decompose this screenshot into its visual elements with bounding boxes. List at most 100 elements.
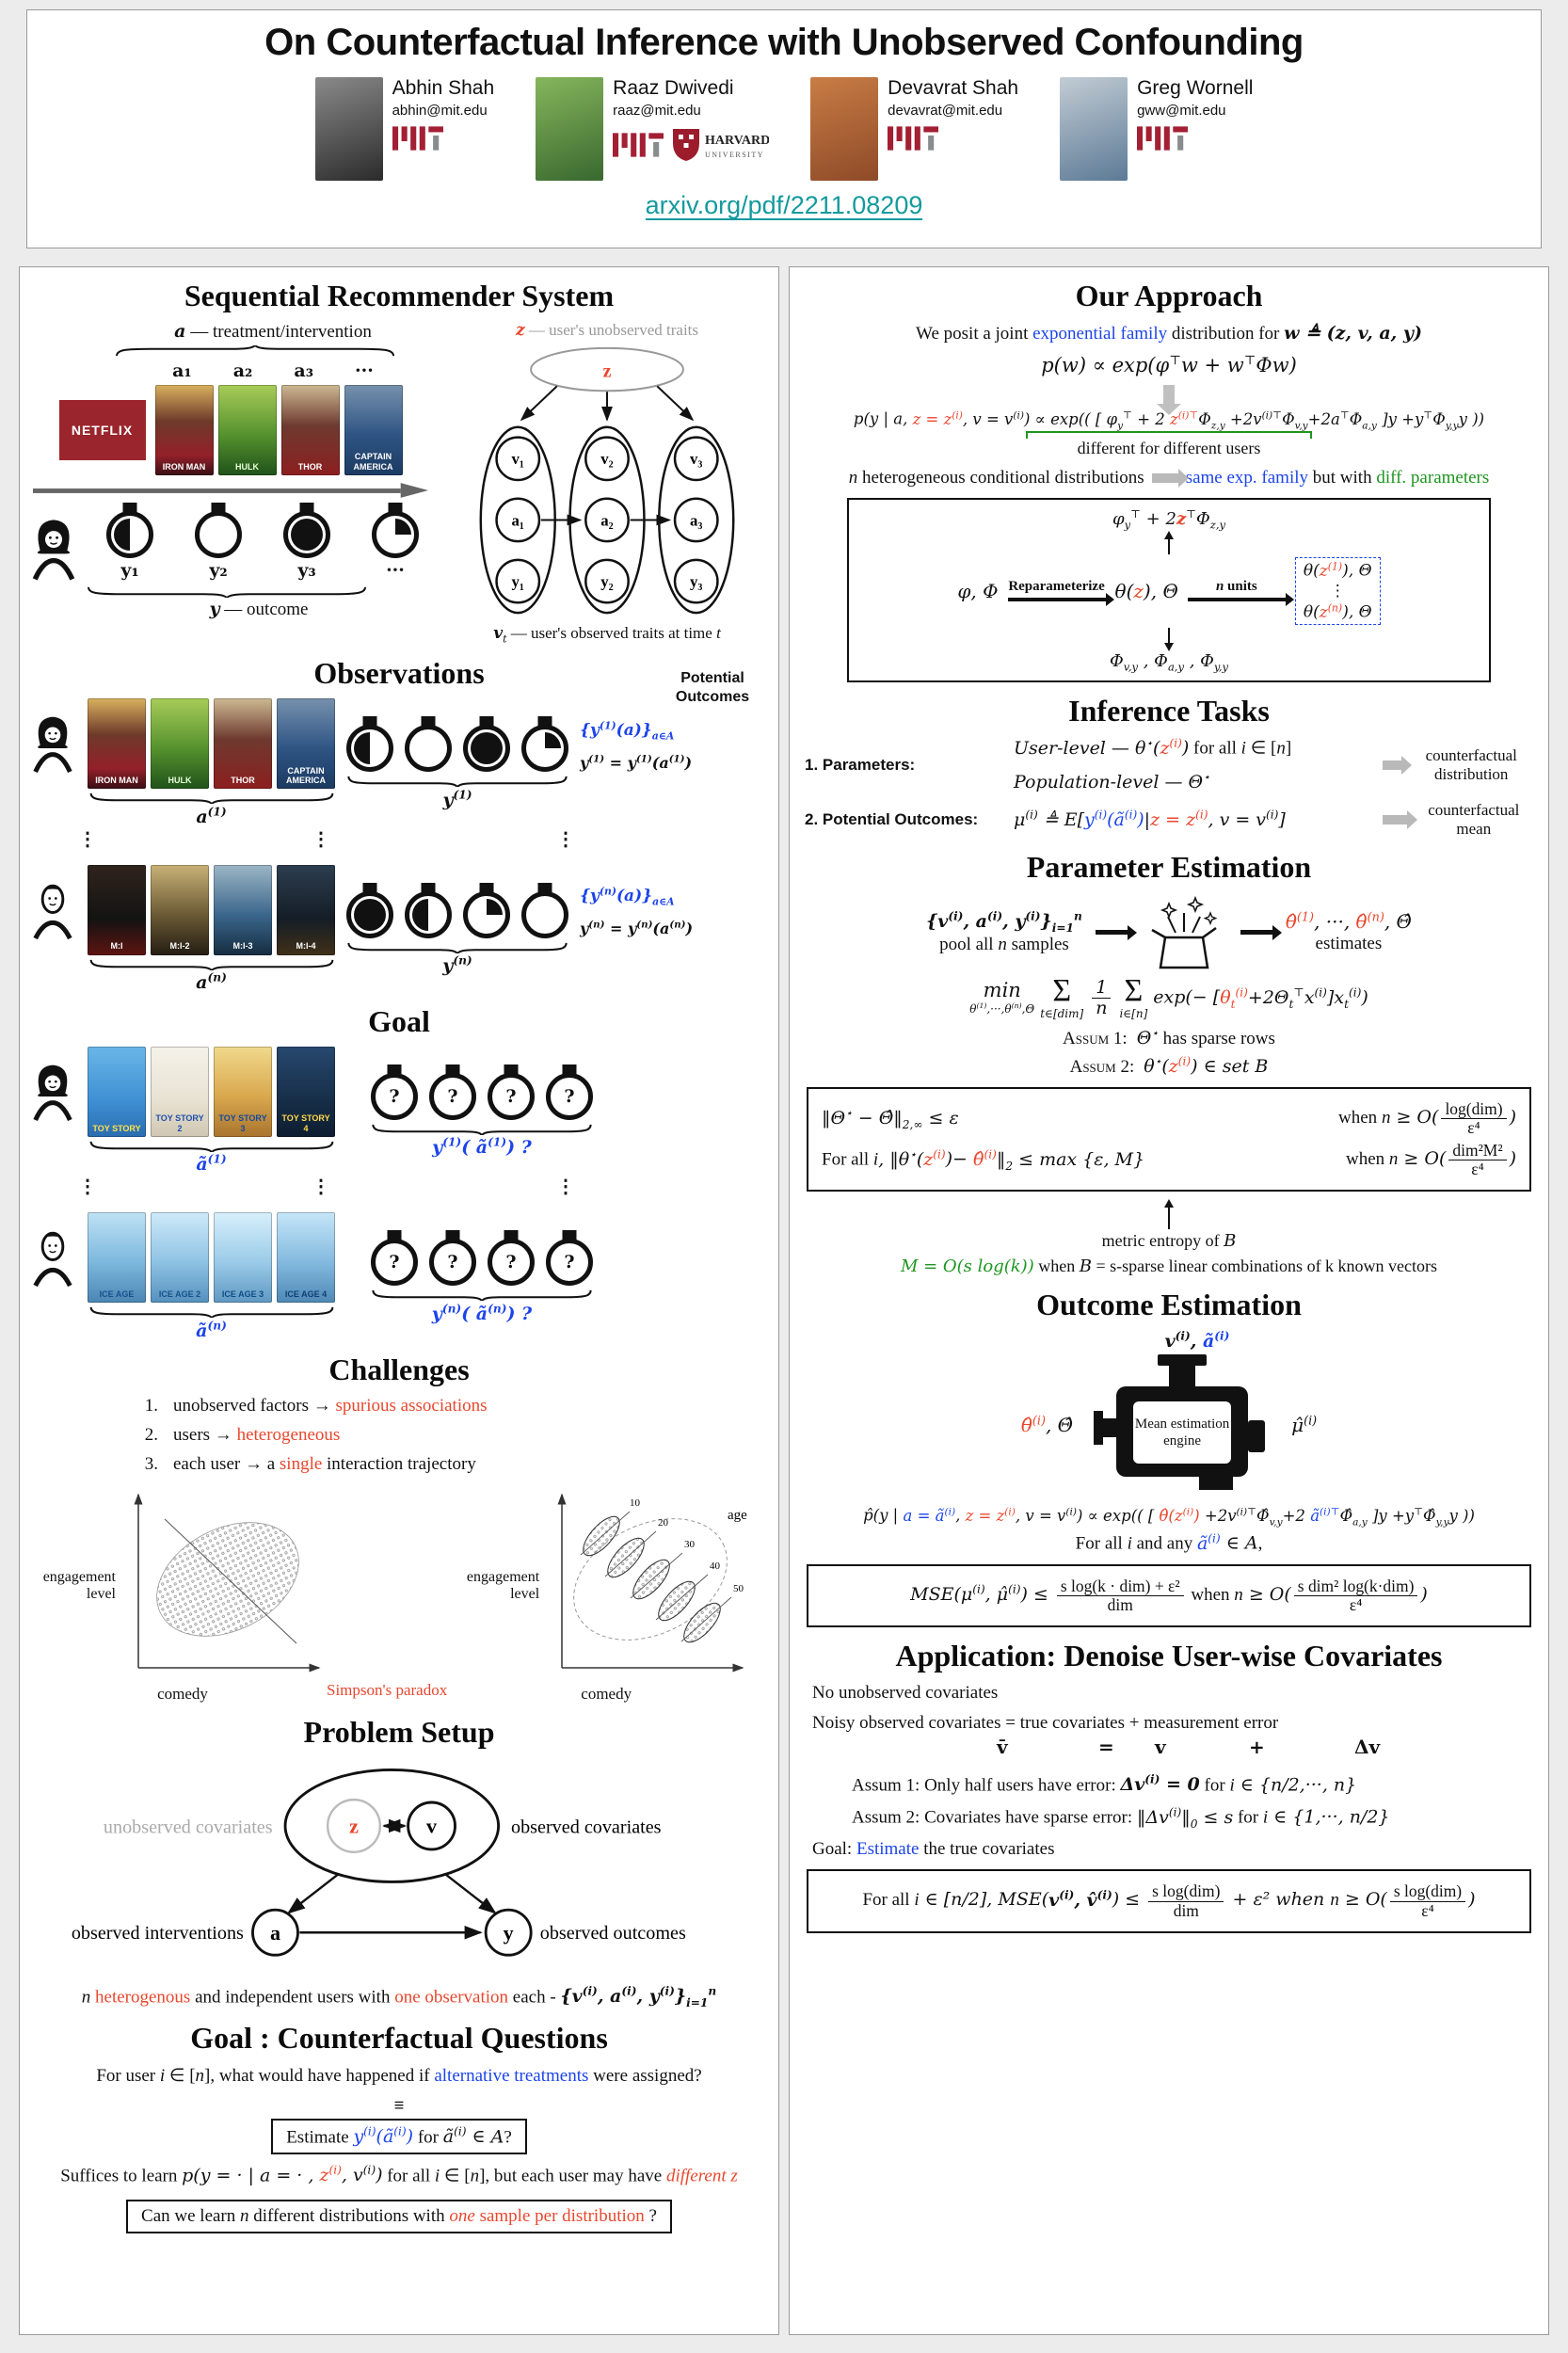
movie-poster-title: TOY STORY 3	[218, 1113, 267, 1133]
joint-distribution-formula: p(w) ∝ exp(φ⊤w + w⊤Φw)	[1041, 354, 1297, 376]
stopwatch-icon	[346, 882, 393, 938]
movie-poster-title: ICE AGE 4	[284, 1289, 328, 1300]
movie-poster-title: M:I-2	[169, 941, 190, 952]
arxiv-link[interactable]: arxiv.org/pdf/2211.08209	[645, 191, 923, 221]
arrow-icon	[1240, 930, 1272, 936]
observed-outcome-eq: y(n) = y(n)(a(n))	[580, 919, 694, 938]
section-heading: Observations	[313, 656, 485, 691]
population-sample-condition: when n ≥ O(log(dim)ε⁴)	[1338, 1099, 1516, 1138]
svg-text:v: v	[426, 1814, 438, 1837]
stopwatch-unit: y₃	[269, 502, 344, 581]
movie-poster: TOY STORY 4	[277, 1047, 335, 1138]
svg-text:y₃: y₃	[690, 573, 702, 591]
assumption-label: Assum 2:	[1069, 1057, 1135, 1078]
alt-treatment-label: ã(n)	[196, 1319, 227, 1341]
section-heading: Sequential Recommender System	[184, 279, 615, 312]
outcome-label: y₃	[297, 560, 316, 581]
user-level-line: User-level — θ⋆(z(i)) for all i ∈ [n]	[1014, 736, 1292, 759]
challenge-item: 1. unobserved factors → spurious associat…	[136, 1396, 663, 1417]
potential-outcomes-set: {y(1)(a)}a∈A	[580, 719, 675, 743]
stopwatch-question-icon	[488, 1064, 535, 1121]
repar-input: φ, Φ	[957, 579, 999, 602]
item-number: 1.	[144, 1395, 158, 1416]
conditional-distribution-formula: p(y | a, z = z(i), v = v(i)) ∝ exp(( [ φ…	[853, 409, 1485, 431]
item-text: each user → a single interaction traject…	[173, 1453, 476, 1474]
right-column-panel: Our Approach We posit a joint exponentia…	[789, 266, 1549, 2335]
svg-text:UNIVERSITY: UNIVERSITY	[705, 151, 764, 159]
objective-body: exp(− [θt(i)+2Θt⊤x(i)]xt(i))	[1153, 985, 1368, 1011]
right-arrow-icon	[1383, 760, 1402, 770]
movie-poster: TOY STORY 2	[151, 1047, 209, 1138]
app-goal: Goal: Estimate the true covariates	[812, 1839, 1055, 1860]
svg-text:HARVARD: HARVARD	[705, 134, 769, 148]
movie-poster-title: THOR	[297, 461, 323, 472]
woman-user-icon	[28, 515, 79, 583]
vdots: ⋮	[78, 1176, 97, 1198]
movie-poster: IRON MAN	[88, 698, 146, 790]
author-photo	[1060, 77, 1128, 181]
movie-poster: M:I-4	[277, 864, 335, 955]
timeline-arrow	[33, 483, 428, 498]
mit-logo-icon	[888, 126, 939, 151]
outcome-label: y₁	[120, 560, 139, 581]
x-axis-label: comedy	[157, 1684, 208, 1703]
movie-poster: IRON MAN	[154, 385, 214, 475]
under-brace	[88, 792, 335, 804]
outcome-caption: y — outcome	[209, 599, 309, 619]
population-level-line: Population-level — Θ⋆	[1014, 770, 1210, 792]
potential-outcomes-set: {y(n)(a)}a∈A	[580, 885, 675, 908]
author-raaz-dwivedi: Raaz Dwivedi raaz@mit.edu HARVARD UNIVER…	[536, 77, 769, 181]
metric-entropy-bound: M = O(s log(k)) when B = s-sparse linear…	[900, 1257, 1438, 1277]
counterfactual-mean-formula: μ(i) ≜ E[y(i)(ã(i))|z = z(i), v = v(i)]	[1014, 808, 1286, 831]
item-number: 2.	[144, 1424, 158, 1445]
stopwatch-icon	[521, 882, 568, 938]
a1-label: a₁	[172, 360, 192, 381]
denoise-guarantee-box: For all i ∈ [n/2], MSE(v(i), v̂(i)) ≤ s …	[807, 1869, 1531, 1933]
assumption-text: θ⋆(z(i)) ∈ set B	[1144, 1054, 1269, 1078]
movie-poster-title: M:I-3	[232, 941, 253, 952]
item-text: users → heterogeneous	[173, 1424, 341, 1445]
app-assumption-1: Assum 1: Only half users have error: Δv(…	[852, 1772, 1357, 1796]
svg-text:y: y	[504, 1921, 514, 1945]
left-column-panel: Sequential Recommender System a — treatm…	[19, 266, 779, 2335]
under-brace	[371, 1289, 593, 1301]
stopwatch-question-icon	[488, 1229, 535, 1287]
engine-right-output: μ̂(i)	[1291, 1414, 1318, 1437]
svg-text:z: z	[349, 1814, 359, 1837]
vdots: ⋮	[556, 828, 575, 850]
movie-poster-title: TOY STORY	[92, 1123, 141, 1133]
man-user-icon	[29, 1225, 76, 1289]
section-problem-setup: Problem Setup z v unobserved covariates …	[20, 1715, 778, 2009]
author-info: Greg Wornell gww@mit.edu	[1137, 77, 1253, 151]
movie-poster: TOY STORY 3	[214, 1047, 272, 1138]
outcome-label: y₂	[209, 560, 228, 581]
outcome-seq-label: y(n)	[442, 953, 472, 977]
min-operator: min	[983, 979, 1021, 1002]
heterogeneous-line-right: same exp. family but with diff. paramete…	[1185, 467, 1490, 488]
z-caption: z — user's unobserved traits	[515, 321, 699, 340]
svg-text:30: 30	[684, 1539, 696, 1550]
equivalence-symbol: ≡	[393, 2095, 405, 2116]
plugin-distribution-formula: p̂(y | a = ã(i), z = z(i), v = v(i)) ∝ e…	[863, 1506, 1475, 1529]
section-goal: Goal TOY STORY TOY STORY 2 TOY STORY 3 T…	[20, 1004, 778, 1341]
stopwatch-question-icon	[371, 1064, 418, 1121]
movie-poster: THOR	[280, 385, 340, 475]
potential-outcomes-heading: Potential Outcomes	[675, 670, 750, 705]
aggregate-scatter-svg	[134, 1493, 321, 1673]
item-text: unobserved factors → spurious associatio…	[173, 1395, 488, 1416]
arrow-icon	[1095, 930, 1128, 936]
author-photo	[810, 77, 879, 181]
author-name: Raaz Dwivedi	[613, 77, 734, 99]
age-groups-scatter-svg: 10 20 30 40 50 age	[557, 1493, 747, 1673]
poster-title: On Counterfactual Inference with Unobser…	[264, 22, 1304, 63]
movie-poster-title: IRON MAN	[95, 776, 138, 786]
task-result: counterfactual distribution	[1375, 746, 1533, 784]
movie-poster: M:I-3	[214, 864, 272, 955]
svg-text:v₁: v₁	[512, 450, 524, 468]
problem-setup-graph: z v unobserved covariates observed covar…	[72, 1768, 686, 1957]
author-email: abhin@mit.edu	[392, 103, 488, 119]
treatment-seq-label: a(1)	[196, 805, 227, 827]
header-panel: On Counterfactual Inference with Unobser…	[26, 9, 1542, 248]
